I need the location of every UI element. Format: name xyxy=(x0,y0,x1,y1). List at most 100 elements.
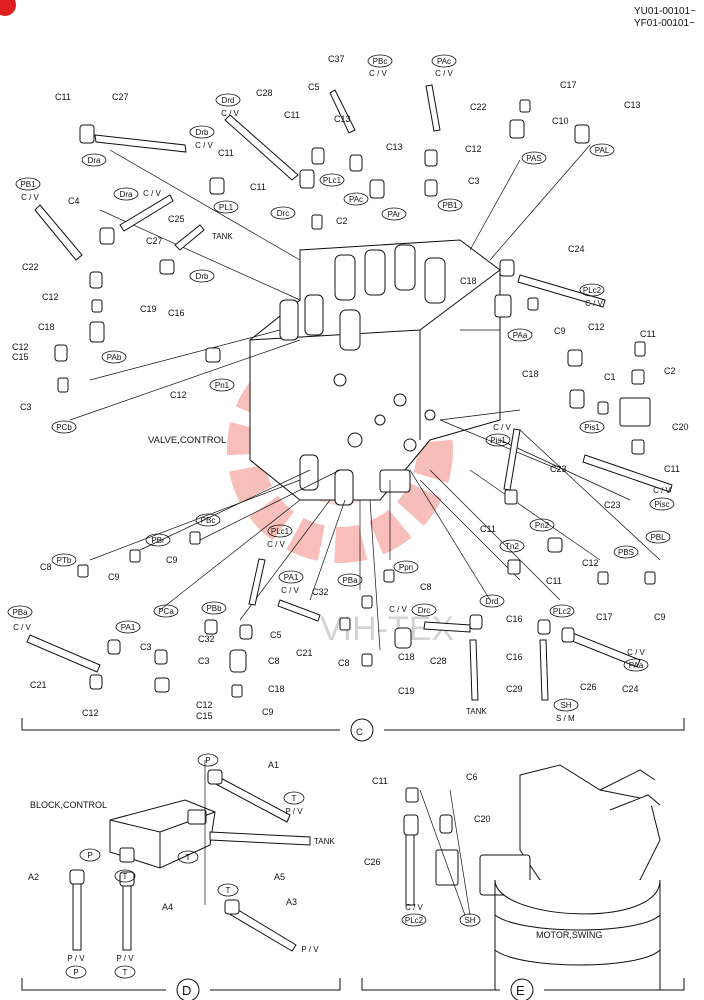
part-label: C1 xyxy=(604,372,616,382)
cv-label: C / V xyxy=(21,193,39,202)
e-tag-texts: PLc2 SH xyxy=(405,916,476,925)
port-tag: PTb xyxy=(57,556,72,565)
cv-label: C / V xyxy=(493,423,511,432)
part-label: C22 xyxy=(22,262,39,272)
tank-label-1: TANK xyxy=(212,232,233,241)
part-label: C9 xyxy=(654,612,666,622)
part-label: C11 xyxy=(480,524,496,534)
part-label: C9 xyxy=(108,572,120,582)
part-label: C11 xyxy=(55,92,71,102)
pv-label: P / V xyxy=(67,954,85,963)
section-e-label: E xyxy=(516,983,525,998)
port-tag: PAL xyxy=(595,146,610,155)
part-label: C9 xyxy=(554,326,566,336)
part-label: A4 xyxy=(162,902,173,912)
port-tag: PAa xyxy=(629,661,644,670)
part-label: A3 xyxy=(286,897,297,907)
c-port-tags xyxy=(7,54,675,712)
part-label: C22 xyxy=(470,102,487,112)
port-tag: PA1 xyxy=(284,573,299,582)
part-label: A2 xyxy=(28,872,39,882)
part-label: C23 xyxy=(604,500,621,510)
part-label: C4 xyxy=(68,196,80,206)
part-label: C10 xyxy=(552,116,569,126)
part-label: C12 xyxy=(196,700,213,710)
part-label: C18 xyxy=(38,322,55,332)
part-label: C3 xyxy=(20,402,32,412)
corner-marker xyxy=(0,0,16,16)
d-part-labels: A1 A2 A3 A4 A5 xyxy=(28,760,297,912)
part-label: C21 xyxy=(296,648,313,658)
d-tag-ovals xyxy=(65,753,305,979)
part-label: C11 xyxy=(284,110,300,120)
part-label: C12 xyxy=(82,708,99,718)
part-label: A5 xyxy=(274,872,285,882)
section-c-frame xyxy=(21,718,685,742)
port-tag: Pis1 xyxy=(584,423,600,432)
part-label: C15 xyxy=(12,352,29,362)
part-label: C16 xyxy=(506,652,523,662)
port-tag: SH xyxy=(560,701,571,710)
part-label: C15 xyxy=(196,711,213,721)
part-label: C11 xyxy=(640,329,656,339)
model-code-header: YU01-00101~ YF01-00101~ xyxy=(634,6,696,30)
motor-swing xyxy=(479,764,661,990)
part-label: C6 xyxy=(466,772,478,782)
e-tag-ovals xyxy=(401,913,481,927)
part-label: C28 xyxy=(430,656,447,666)
port-tag: Drc xyxy=(418,606,430,615)
port-tag: Drb xyxy=(196,272,209,281)
port-tag: PAa xyxy=(513,331,528,340)
part-label: C11 xyxy=(546,576,562,586)
model-code-1: YU01-00101~ xyxy=(634,6,696,17)
port-tag: Dra xyxy=(88,156,101,165)
part-label: C29 xyxy=(506,684,523,694)
port-tag: Drd xyxy=(222,96,235,105)
part-label: C27 xyxy=(112,92,129,102)
pv-label: P / V xyxy=(116,954,134,963)
port-tag: PBS xyxy=(618,548,634,557)
port-tag: P xyxy=(87,851,92,860)
part-label: C3 xyxy=(198,656,210,666)
part-label: C3 xyxy=(468,176,480,186)
port-tag: T xyxy=(186,853,191,862)
pv-label: P / V xyxy=(285,807,303,816)
port-tag: Ppn xyxy=(399,563,413,572)
cv-label: C / V xyxy=(221,109,239,118)
port-tag: PLc1 xyxy=(271,527,290,536)
valve-control-label: VALVE,CONTROL xyxy=(148,435,226,446)
part-label: C12 xyxy=(588,322,605,332)
port-tag: T xyxy=(123,968,128,977)
pv-label: P / V xyxy=(301,945,319,954)
part-label: C32 xyxy=(198,634,215,644)
part-label: C12 xyxy=(170,390,187,400)
part-label: C18 xyxy=(460,276,477,286)
part-label: C18 xyxy=(398,652,415,662)
port-tag: PAb xyxy=(107,353,122,362)
part-label: C17 xyxy=(596,612,613,622)
hoses-c xyxy=(26,84,673,701)
part-label: C9 xyxy=(262,707,274,717)
cv-label: C / V xyxy=(389,605,407,614)
port-tag: PB1 xyxy=(20,180,36,189)
c-cv-labels: C / V C / V C / V C / V C / V C / V C / … xyxy=(13,69,671,657)
cv-label: C / V xyxy=(13,623,31,632)
part-label: C19 xyxy=(140,304,157,314)
port-tag: PAS xyxy=(526,154,541,163)
fittings-c xyxy=(54,99,656,698)
part-label: C27 xyxy=(146,236,163,246)
part-label: C8 xyxy=(40,562,52,572)
part-label: C5 xyxy=(270,630,282,640)
hoses-d xyxy=(69,769,311,952)
part-label: C13 xyxy=(624,100,641,110)
port-tag: PA1 xyxy=(121,623,136,632)
port-tag: Pis1 xyxy=(490,436,506,445)
port-tag: PLc2 xyxy=(553,607,572,616)
port-tag: P xyxy=(73,968,78,977)
part-label: C18 xyxy=(522,369,539,379)
control-valve-body xyxy=(249,239,501,506)
part-label: C23 xyxy=(550,464,567,474)
port-tag: PB1 xyxy=(442,201,458,210)
port-tag: PL1 xyxy=(219,203,234,212)
section-c-label: C xyxy=(356,727,363,738)
